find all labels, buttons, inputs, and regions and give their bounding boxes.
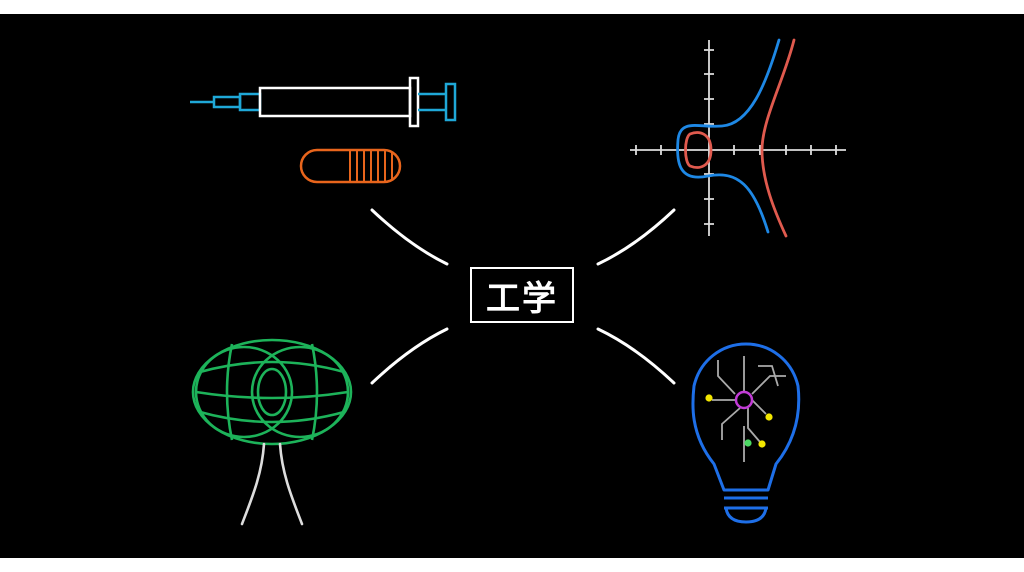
graph-axes (630, 40, 846, 236)
inner-loop (684, 131, 713, 169)
capsule-icon (299, 148, 402, 184)
circuit-traces (712, 356, 786, 462)
circuit-chip (734, 390, 754, 410)
bulb-glass (691, 342, 801, 492)
canopy-meridians (225, 343, 319, 441)
trunk-left (240, 442, 266, 526)
bulb-base-tip (724, 507, 768, 524)
connector-lines (370, 208, 676, 385)
connector-bottom-left (370, 327, 449, 385)
bulb-outline (691, 342, 801, 524)
circuit-lightbulb-icon (691, 342, 801, 524)
circuit-node-yellow-left (705, 394, 713, 402)
center-concept-box: 工学 (470, 267, 574, 323)
connector-top-right (596, 208, 676, 266)
syringe-barrel (258, 86, 412, 118)
canopy-torus-right (250, 345, 350, 439)
syringe-flange (408, 76, 420, 128)
capsule-body (299, 148, 402, 184)
tree-canopy (191, 338, 353, 446)
curves (676, 38, 796, 238)
trunk-right (278, 442, 304, 526)
syringe-nozzle (238, 92, 262, 112)
canopy-latitudes (195, 360, 349, 424)
canopy-torus-left (194, 345, 294, 439)
y-ticks (704, 49, 714, 225)
canopy-core (256, 367, 288, 417)
circuit-node-yellow-bottom (758, 440, 766, 448)
outer-curve (676, 38, 781, 234)
wireframe-tree-icon (191, 338, 353, 526)
inner-curve (760, 38, 796, 238)
circuit-node-green (744, 439, 752, 447)
diagram-canvas: 工学 (0, 14, 1024, 558)
connector-top-left (370, 208, 449, 266)
syringe-plunger (418, 92, 446, 112)
capsule-stripes (349, 151, 393, 181)
tree-trunk (240, 442, 304, 526)
canopy-outline (191, 338, 353, 446)
syringe-thumb-press (444, 82, 457, 122)
syringe-and-capsule-icon (190, 76, 457, 184)
diagram-graphics (190, 38, 846, 526)
algebraic-curve-graph-icon (630, 38, 846, 238)
syringe-hub (212, 95, 242, 109)
center-concept-label: 工学 (486, 278, 558, 319)
connector-bottom-right (596, 327, 676, 385)
bulb-circuit (712, 356, 786, 462)
circuit-node-yellow-right (765, 413, 773, 421)
syringe-icon (190, 76, 457, 128)
